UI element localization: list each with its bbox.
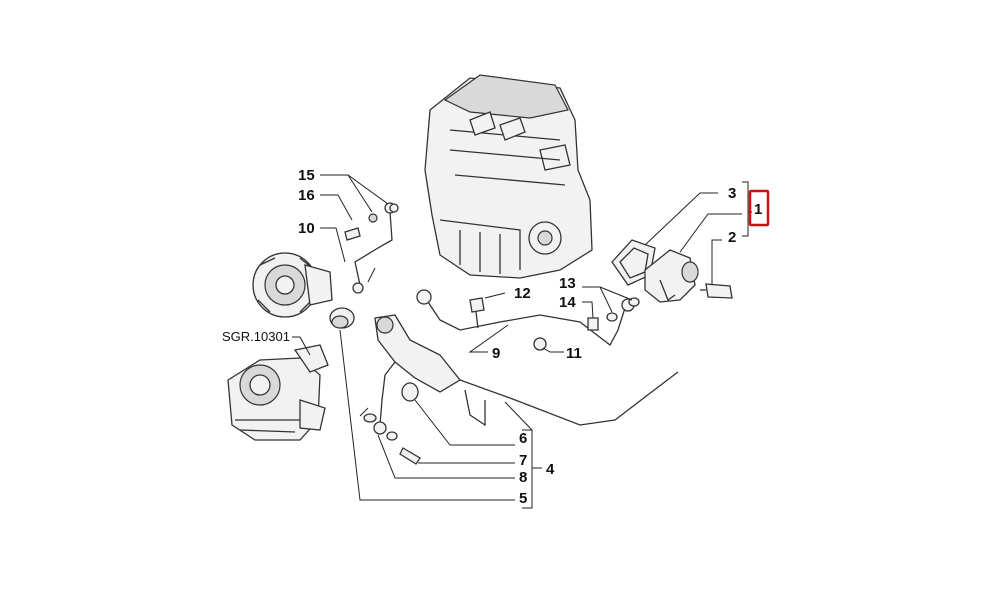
highlight-box [748, 189, 770, 227]
callout-9: 9 [492, 345, 500, 362]
engine-block-illustration [424, 74, 593, 279]
callout-labels: 15 16 10 3 1 2 12 13 14 9 11 6 7 8 4 5 S… [222, 167, 762, 507]
callout-13: 13 [559, 275, 576, 292]
sensor-2-illustration [700, 283, 733, 299]
callout-10: 10 [298, 220, 315, 237]
callout-8: 8 [519, 469, 527, 486]
callout-16: 16 [298, 187, 315, 204]
nut-11-illustration [533, 337, 547, 351]
callout-6: 6 [519, 430, 527, 447]
leader-lines [292, 174, 752, 509]
callout-11: 11 [566, 345, 582, 362]
pipe-10-illustration [344, 202, 399, 294]
gasket-3-illustration [611, 239, 656, 286]
water-pump-illustration [252, 252, 333, 318]
callout-7: 7 [519, 452, 527, 469]
pipe-4-illustration [363, 314, 679, 465]
callout-1: 1 [754, 201, 762, 218]
bolt-12-illustration [469, 297, 485, 329]
bolt-14-illustration [587, 297, 640, 331]
callout-3: 3 [728, 185, 736, 202]
callout-12: 12 [514, 285, 531, 302]
callout-15: 15 [298, 167, 315, 184]
callout-14: 14 [559, 294, 576, 311]
callout-4: 4 [546, 461, 555, 478]
thermostat-housing-1-illustration [644, 249, 699, 303]
plug-5-illustration [329, 307, 355, 329]
reference-label: SGR.10301 [222, 329, 290, 344]
callout-2: 2 [728, 229, 736, 246]
callout-5: 5 [519, 490, 527, 507]
pump-housing-illustration [227, 344, 329, 441]
